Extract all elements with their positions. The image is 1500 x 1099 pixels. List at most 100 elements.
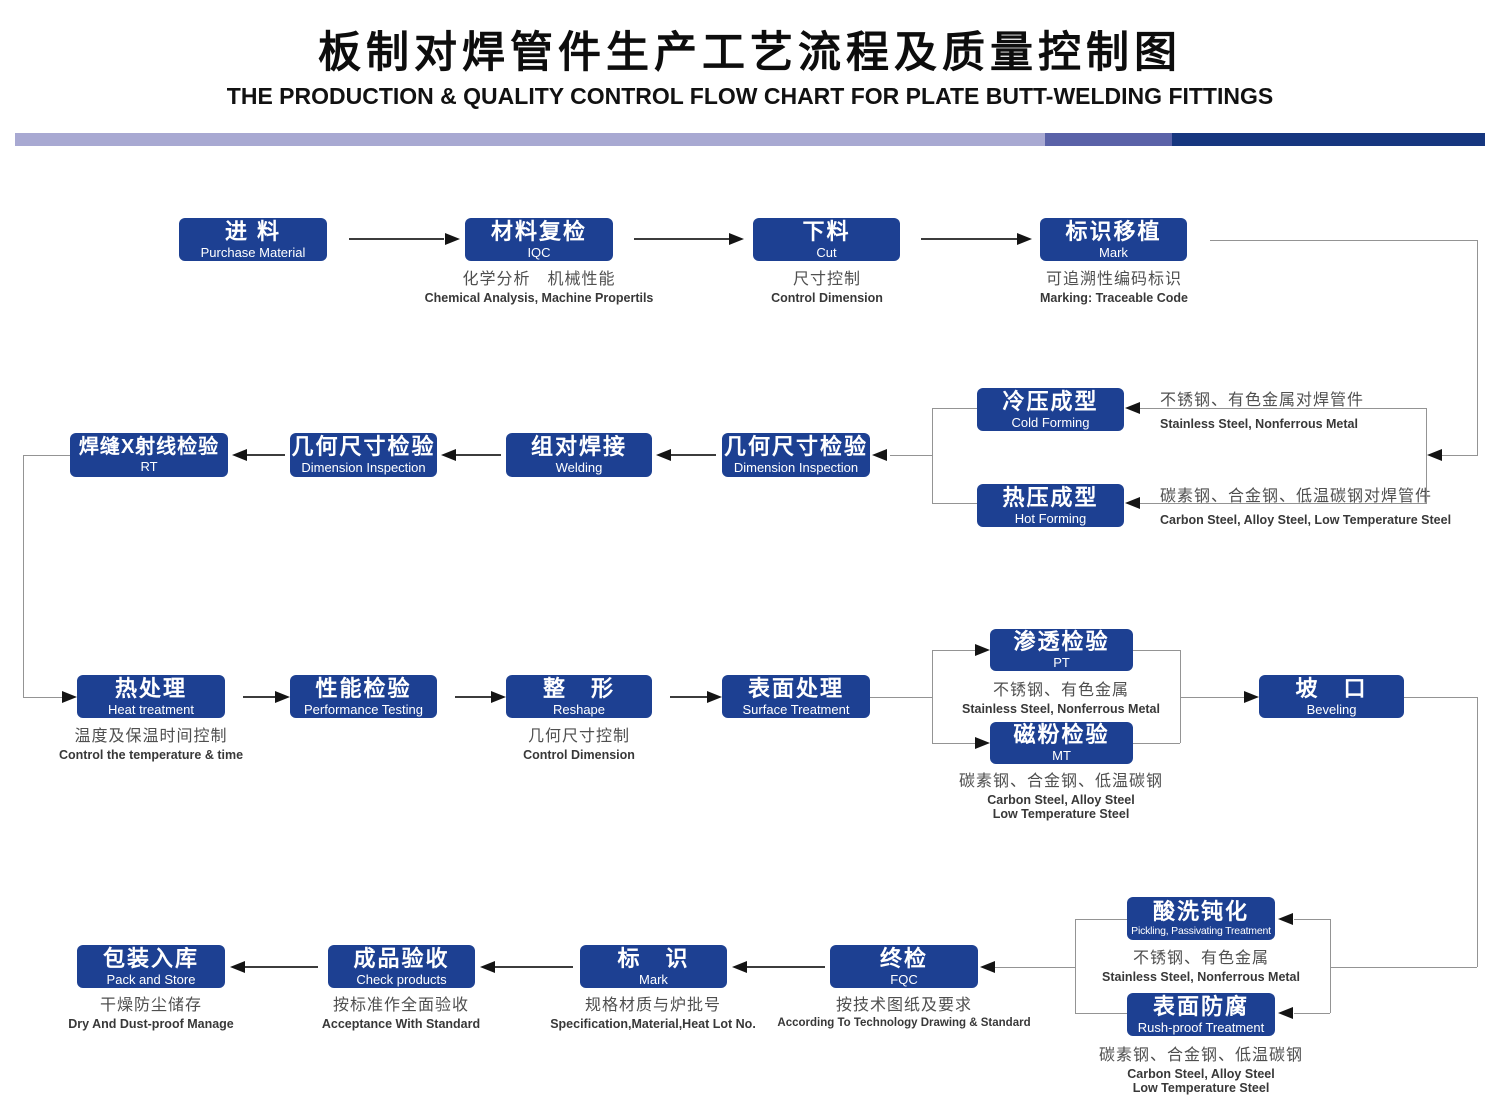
- caption-heat-treatment: 温度及保温时间控制 Control the temperature & time: [59, 722, 243, 762]
- arrowhead-into-cold-forming: [1125, 402, 1140, 414]
- caption-iqc-en: Chemical Analysis, Machine Propertils: [424, 291, 654, 305]
- node-surface-treatment-cn: 表面处理: [747, 675, 844, 701]
- node-mark-final-cn: 标 识: [617, 945, 690, 971]
- arrow-dim2-to-welding: [671, 454, 716, 456]
- caption-fqc: 按技术图纸及要求 According To Technology Drawing…: [777, 991, 1030, 1029]
- node-iqc-cn: 材料复检: [490, 218, 587, 244]
- caption-check-en: Acceptance With Standard: [321, 1017, 481, 1031]
- caption-reshape: 几何尺寸控制 Control Dimension: [523, 722, 635, 762]
- node-pack-and-store-en: Pack and Store: [106, 971, 196, 987]
- page-title: 板制对焊管件生产工艺流程及质量控制图: [318, 29, 1182, 77]
- caption-mt-en1: Carbon Steel, Alloy Steel: [987, 793, 1135, 807]
- connector-hot-line: [1140, 503, 1427, 504]
- caption-fqc-en: According To Technology Drawing & Standa…: [777, 1017, 1031, 1029]
- caption-pt-en: Stainless Steel, Nonferrous Metal: [962, 702, 1160, 716]
- caption-reshape-cn: 几何尺寸控制: [527, 728, 630, 745]
- node-heat-treatment-cn: 热处理: [114, 675, 187, 701]
- connector-hot-out: [932, 503, 977, 504]
- arrow-iqc-to-cut: [634, 238, 729, 240]
- connector-mark-forming-v: [1477, 240, 1478, 456]
- node-cold-forming: 冷压成型 Cold Forming: [977, 388, 1124, 431]
- node-mt: 磁粉检验 MT: [990, 722, 1133, 764]
- connector-cold-out: [932, 408, 977, 409]
- node-hot-forming: 热压成型 Hot Forming: [977, 484, 1124, 527]
- node-purchase-material-en: Purchase Material: [200, 244, 306, 260]
- node-dimension-inspection-1: 几何尺寸检验 Dimension Inspection: [290, 433, 437, 477]
- caption-mark-transplant-cn: 可追溯性编码标识: [1045, 271, 1182, 288]
- arrow-fqc-to-mark: [747, 966, 825, 968]
- caption-heat-treatment-cn: 温度及保温时间控制: [74, 728, 228, 745]
- caption-mark-final-en: Specification,Material,Heat Lot No.: [550, 1017, 756, 1031]
- header-bar-light: [15, 133, 1045, 146]
- arrow-perf-to-reshape: [455, 696, 491, 698]
- caption-pack: 干燥防尘储存 Dry And Dust-proof Manage: [68, 991, 234, 1031]
- arrowhead-dim1-to-rt: [232, 449, 247, 461]
- connector-rushproof-out: [1075, 1013, 1127, 1014]
- node-fqc: 终检 FQC: [830, 945, 978, 988]
- node-mark-final: 标 识 Mark: [580, 945, 727, 988]
- arrowhead-fqc-to-mark: [732, 961, 747, 973]
- node-iqc-en: IQC: [527, 244, 551, 260]
- node-dimension-inspection-1-en: Dimension Inspection: [301, 460, 426, 475]
- connector-forming-to-dim2: [890, 455, 932, 456]
- connector-beveling-down: [1477, 697, 1478, 967]
- arrowhead-into-mt: [975, 737, 990, 749]
- caption-rushproof: 碳素钢、合金钢、低温碳钢 Carbon Steel, Alloy Steel L…: [1099, 1041, 1303, 1095]
- connector-pt-out: [1133, 650, 1180, 651]
- node-beveling: 坡 口 Beveling: [1259, 675, 1404, 718]
- node-cold-forming-cn: 冷压成型: [1002, 388, 1099, 414]
- caption-pack-en: Dry And Dust-proof Manage: [68, 1017, 234, 1031]
- arrowhead-perf-to-reshape: [491, 691, 506, 703]
- node-pickling-passivating: 酸洗钝化 Pickling, Passivating Treatment: [1127, 897, 1275, 940]
- connector-ptmt-right-bracket: [1180, 650, 1181, 743]
- node-pt-cn: 渗透检验: [1013, 629, 1110, 654]
- connector-to-beveling: [1180, 697, 1244, 698]
- caption-pickling: 不锈钢、有色金属 Stainless Steel, Nonferrous Met…: [1102, 944, 1300, 984]
- caption-rushproof-cn: 碳素钢、合金钢、低温碳钢: [1098, 1047, 1304, 1064]
- node-check-products-en: Check products: [356, 971, 447, 987]
- connector-to-rushproof: [1294, 1013, 1330, 1014]
- connector-surface-out: [870, 697, 932, 698]
- node-fqc-cn: 终检: [879, 945, 928, 971]
- connector-pickling-out: [1075, 919, 1127, 920]
- node-beveling-cn: 坡 口: [1295, 675, 1368, 701]
- node-heat-treatment-en: Heat treatment: [108, 701, 194, 717]
- page-subtitle: THE PRODUCTION & QUALITY CONTROL FLOW CH…: [226, 83, 1274, 109]
- connector-mark-forming-h2: [1442, 455, 1478, 456]
- arrow-heat-to-perf: [243, 696, 275, 698]
- arrow-mark-to-check: [495, 966, 573, 968]
- node-dimension-inspection-2-en: Dimension Inspection: [733, 460, 859, 475]
- connector-to-pt: [932, 650, 975, 651]
- caption-pack-cn: 干燥防尘储存: [99, 997, 203, 1014]
- node-performance-testing-en: Performance Testing: [304, 701, 423, 717]
- caption-mark-final-cn: 规格材质与炉批号: [584, 997, 721, 1014]
- caption-mark-transplant: 可追溯性编码标识 Marking: Traceable Code: [1040, 265, 1188, 305]
- caption-check-cn: 按标准作全面验收: [332, 997, 470, 1014]
- connector-to-mt: [932, 743, 975, 744]
- node-pickling-passivating-en: Pickling, Passivating Treatment: [1131, 924, 1271, 937]
- arrowhead-into-beveling: [1244, 691, 1259, 703]
- label-cold-forming-materials: 不锈钢、有色金属对焊管件 Stainless Steel, Nonferrous…: [1160, 386, 1364, 431]
- connector-rt-heat-v: [23, 455, 24, 697]
- arrow-check-to-pack: [245, 966, 318, 968]
- node-purchase-material-cn: 进 料: [224, 218, 282, 244]
- node-rushproof-treatment-en: Rush-proof Treatment: [1137, 1019, 1265, 1035]
- connector-treat-right-bracket: [1330, 919, 1331, 1013]
- node-welding-cn: 组对焊接: [530, 434, 627, 459]
- label-cold-forming-materials-cn: 不锈钢、有色金属对焊管件: [1160, 392, 1365, 409]
- header-bar-dark: [1172, 133, 1485, 146]
- node-mt-en: MT: [1052, 748, 1071, 763]
- node-rt-inspection: 焊缝X射线检验 RT: [70, 433, 228, 477]
- arrowhead-into-dim2: [872, 449, 887, 461]
- label-cold-forming-materials-en: Stainless Steel, Nonferrous Metal: [1160, 417, 1358, 431]
- arrowhead-purchase-to-iqc: [445, 233, 460, 245]
- node-mt-cn: 磁粉检验: [1013, 722, 1110, 747]
- caption-cut-cn: 尺寸控制: [792, 271, 861, 288]
- arrowhead-check-to-pack: [230, 961, 245, 973]
- header-bar-mid: [1045, 133, 1172, 146]
- node-pt-en: PT: [1053, 655, 1070, 670]
- label-hot-forming-materials-cn: 碳素钢、合金钢、低温碳钢对焊管件: [1160, 488, 1433, 505]
- connector-mt-out: [1133, 743, 1180, 744]
- caption-mt: 碳素钢、合金钢、低温碳钢 Carbon Steel, Alloy Steel L…: [959, 767, 1163, 821]
